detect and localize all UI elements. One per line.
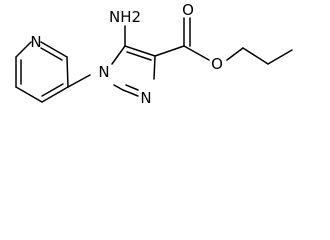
bond-pyr-c2-c3 [66, 56, 69, 88]
imidazole-ring [111, 45, 156, 97]
bond-ester-o-ch2 [226, 47, 244, 61]
bond-pyr-to-imid [67, 74, 91, 88]
atom-label-amine: NH2 [109, 8, 141, 26]
bond-pyr-c3-c4 [41, 86, 69, 103]
bond-c2-n1 [113, 84, 124, 91]
bond-pyr-c4-c5 [15, 86, 43, 103]
pyridine-ring [15, 41, 69, 103]
atom-label-imidazole-n1: N [98, 63, 109, 81]
bond-c4-n3 [153, 55, 156, 80]
bond-n3-c2-double [125, 84, 139, 91]
bond-pyr-c6-n [15, 41, 32, 58]
atom-label-ester-o: O [211, 55, 223, 73]
bond-pyr-double-2 [41, 83, 64, 97]
bond-carbonyl-ester-o [183, 45, 210, 61]
bond-ch2-ch3 [242, 47, 269, 65]
bond-n3-c2 [122, 89, 139, 97]
chemical-structure-diagram: N N N NH2 O O [15, 1, 293, 107]
atom-label-carbonyl-o: O [182, 1, 194, 19]
bond-c4-carbonyl [154, 45, 185, 57]
bond-n1-c5 [111, 45, 126, 65]
bond-pyr-n-c2 [40, 41, 68, 58]
bond-c5-c4 [124, 45, 156, 57]
bond-pyr-double-1 [40, 47, 63, 61]
atom-label-pyridine-n: N [30, 33, 41, 51]
ester-group [154, 17, 293, 65]
atom-label-imidazole-n3: N [140, 89, 151, 107]
bond-c5-c4-double [126, 51, 152, 61]
bond-ch3-end [267, 49, 293, 65]
